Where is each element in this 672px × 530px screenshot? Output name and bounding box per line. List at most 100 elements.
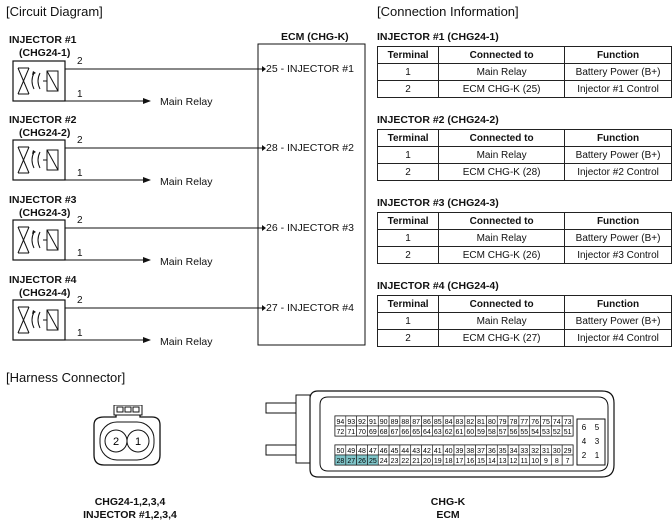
ecm-pin-label: 91 xyxy=(369,419,377,426)
ecm-pin-label: 48 xyxy=(358,448,366,455)
ecm-pin-label: 20 xyxy=(423,458,431,465)
table-2-title: INJECTOR #2 (CHG24-2) xyxy=(377,114,499,126)
cell-connected: ECM CHG-K (25) xyxy=(438,80,566,98)
injector-2-pin-2: 2 xyxy=(77,135,83,146)
ecm-pin-label: 61 xyxy=(456,429,464,436)
ecm-pin-label: 88 xyxy=(401,419,409,426)
cell-terminal: 1 xyxy=(376,312,440,330)
ecm-pin-label: 79 xyxy=(499,419,507,426)
ecm-pin-28: 28 - INJECTOR #2 xyxy=(266,142,354,154)
header-function: Function xyxy=(564,295,672,313)
table-row: 2 ECM CHG-K (26) Injector #3 Control xyxy=(376,246,672,264)
ecm-pin-label: 9 xyxy=(544,458,548,465)
pin-label-1: 1 xyxy=(135,436,141,448)
ecm-pin-label: 57 xyxy=(499,429,507,436)
injector-connector-caption-2: INJECTOR #1,2,3,4 xyxy=(83,509,177,521)
ecm-pin-label: 89 xyxy=(391,419,399,426)
injector-connector-caption: CHG24-1,2,3,4 INJECTOR #1,2,3,4 xyxy=(40,496,220,522)
header-terminal: Terminal xyxy=(376,46,440,64)
ecm-pin-label: 11 xyxy=(521,458,528,465)
cell-connected: Main Relay xyxy=(438,63,566,81)
ecm-pin-label: 83 xyxy=(456,419,464,426)
ecm-pin-label: 42 xyxy=(423,448,431,455)
ecm-pin-label: 87 xyxy=(412,419,420,426)
ecm-pin-label: 56 xyxy=(510,429,518,436)
ecm-pin-label: 64 xyxy=(423,429,431,436)
ecm-pin-label: 77 xyxy=(520,419,528,426)
table-row: 1 Main Relay Battery Power (B+) xyxy=(376,63,672,81)
injector-connector-caption-1: CHG24-1,2,3,4 xyxy=(94,496,166,508)
table-row: 1 Main Relay Battery Power (B+) xyxy=(376,146,672,164)
cell-connected: ECM CHG-K (27) xyxy=(438,329,566,347)
ecm-pin-label: 35 xyxy=(499,448,507,455)
pin-label-2: 2 xyxy=(113,436,119,448)
injector-3-symbol xyxy=(12,219,66,261)
injector-1-pin-1: 1 xyxy=(77,89,83,100)
table-row: 2 ECM CHG-K (25) Injector #1 Control xyxy=(376,80,672,98)
cell-terminal: 1 xyxy=(376,229,440,247)
ecm-pin-label: 14 xyxy=(488,458,496,465)
injector-3-code: (CHG24-3) xyxy=(19,207,71,219)
ecm-pin-label: 16 xyxy=(466,458,474,465)
injector-4-pin-1: 1 xyxy=(77,328,83,339)
ecm-pin-label: 59 xyxy=(477,429,485,436)
ecm-connector-caption-2: ECM xyxy=(436,509,460,521)
ecm-pin-label: 69 xyxy=(369,429,377,436)
ecm-pin-25: 25 - INJECTOR #1 xyxy=(266,63,354,75)
injector-4-relay: Main Relay xyxy=(160,336,213,348)
ecm-connector-caption-1: CHG-K xyxy=(430,496,466,508)
cell-terminal: 2 xyxy=(376,163,440,181)
ecm-pin-label: 90 xyxy=(380,419,388,426)
header-connected-to: Connected to xyxy=(438,129,566,147)
ecm-pin-label: 63 xyxy=(434,429,442,436)
connection-info-title: [Connection Information] xyxy=(377,4,519,19)
cell-terminal: 2 xyxy=(376,246,440,264)
header-terminal: Terminal xyxy=(376,212,440,230)
table-row: 2 ECM CHG-K (28) Injector #2 Control xyxy=(376,163,672,181)
cell-connected: Main Relay xyxy=(438,229,566,247)
injector-1-name: INJECTOR #1 xyxy=(9,34,77,46)
injector-4-pin-2: 2 xyxy=(77,295,83,306)
ecm-pin-label: 80 xyxy=(488,419,496,426)
ecm-side-pin-label: 3 xyxy=(595,437,600,446)
injector-1-relay: Main Relay xyxy=(160,96,213,108)
ecm-pin-label: 47 xyxy=(369,448,377,455)
ecm-pin-label: 92 xyxy=(358,419,366,426)
header-terminal: Terminal xyxy=(376,129,440,147)
ecm-pin-label: 45 xyxy=(391,448,399,455)
ecm-pin-label: 75 xyxy=(542,419,550,426)
circuit-diagram-title: [Circuit Diagram] xyxy=(6,4,103,19)
header-function: Function xyxy=(564,212,672,230)
injector-connector: 2 1 xyxy=(93,405,161,466)
cell-terminal: 1 xyxy=(376,146,440,164)
cell-connected: Main Relay xyxy=(438,146,566,164)
cell-connected: ECM CHG-K (26) xyxy=(438,246,566,264)
ecm-pin-label: 18 xyxy=(445,458,453,465)
table-3-title: INJECTOR #3 (CHG24-3) xyxy=(377,197,499,209)
header-function: Function xyxy=(564,129,672,147)
ecm-pin-label: 65 xyxy=(412,429,420,436)
cell-function: Battery Power (B+) xyxy=(564,229,672,247)
cell-function: Injector #4 Control xyxy=(564,329,672,347)
ecm-pin-label: 8 xyxy=(555,458,559,465)
ecm-pin-label: 17 xyxy=(456,458,464,465)
harness-connector-title: [Harness Connector] xyxy=(6,370,126,385)
injector-2-name: INJECTOR #2 xyxy=(9,114,77,126)
ecm-pin-label: 60 xyxy=(466,429,474,436)
ecm-pin-label: 71 xyxy=(347,429,355,436)
ecm-pin-label: 53 xyxy=(542,429,550,436)
injector-3-relay: Main Relay xyxy=(160,256,213,268)
ecm-pin-label: 82 xyxy=(466,419,474,426)
injector-4-symbol xyxy=(12,299,66,341)
ecm-pin-label: 46 xyxy=(380,448,388,455)
header-terminal: Terminal xyxy=(376,295,440,313)
ecm-side-pin-label: 2 xyxy=(582,451,587,460)
ecm-pin-label: 86 xyxy=(423,419,431,426)
ecm-pin-label: 73 xyxy=(564,419,572,426)
injector-1-pin-2: 2 xyxy=(77,56,83,67)
ecm-pin-label: 28 xyxy=(337,458,345,465)
ecm-pin-label: 85 xyxy=(434,419,442,426)
ecm-pin-label: 66 xyxy=(401,429,409,436)
circuit-wiring xyxy=(12,43,366,346)
